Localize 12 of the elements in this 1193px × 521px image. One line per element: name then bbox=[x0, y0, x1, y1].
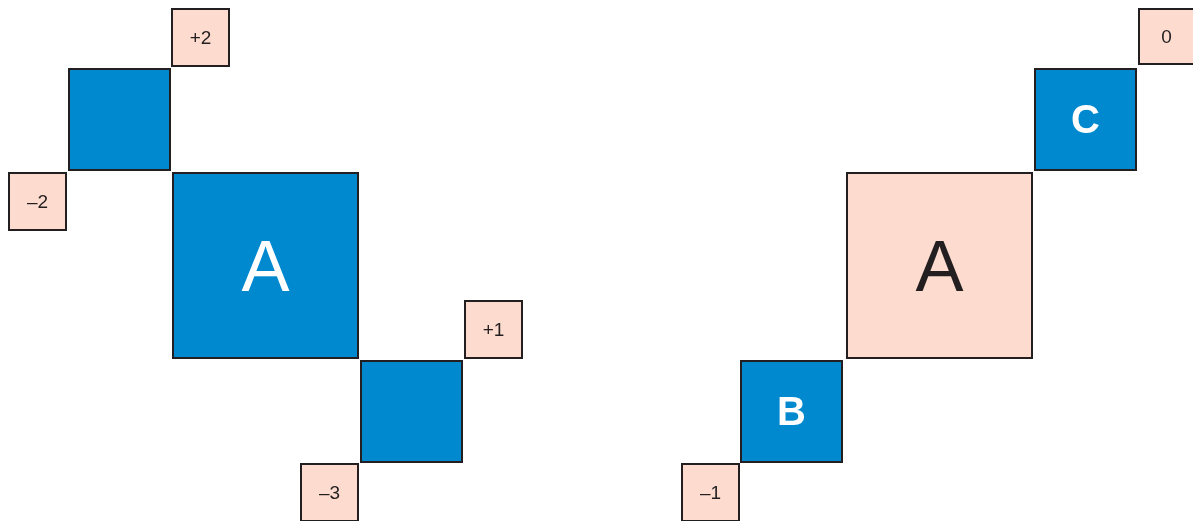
letter-square: A bbox=[846, 172, 1033, 359]
number-tile: +1 bbox=[464, 300, 523, 359]
number-tile: –3 bbox=[300, 463, 359, 521]
number-tile: –1 bbox=[681, 463, 740, 521]
square-tile bbox=[68, 68, 171, 171]
number-tile: –2 bbox=[8, 172, 67, 231]
letter-square: C bbox=[1034, 68, 1137, 171]
square-tile bbox=[360, 360, 463, 463]
letter-square: A bbox=[172, 172, 359, 359]
letter-square: B bbox=[740, 360, 843, 463]
number-tile: +2 bbox=[171, 8, 230, 67]
number-tile: 0 bbox=[1138, 8, 1193, 65]
